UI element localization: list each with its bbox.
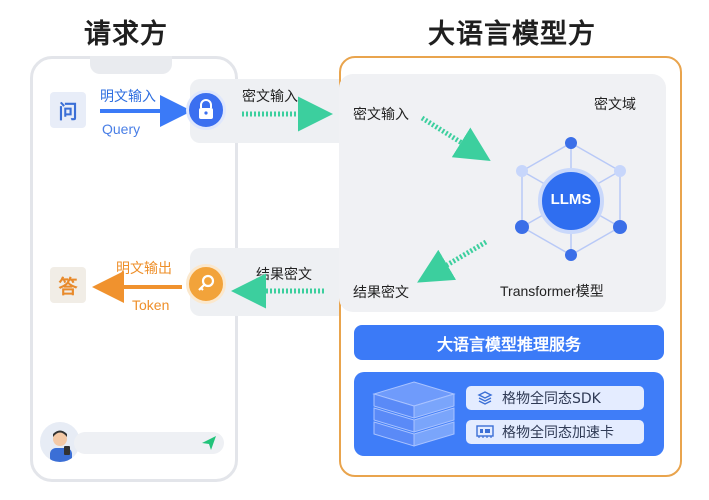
send-icon[interactable]	[200, 434, 218, 452]
avatar	[40, 422, 80, 462]
transformer-label: Transformer模型	[500, 283, 604, 299]
accel-card-label: 格物全同态加速卡	[502, 425, 614, 441]
channel-cipher-input-label: 密文输入	[242, 89, 298, 105]
domain-cipher-result-label: 结果密文	[353, 285, 409, 301]
accel-card-chip: 格物全同态加速卡	[466, 420, 644, 444]
inference-service-bar: 大语言模型推理服务	[354, 325, 664, 360]
cipher-domain-panel	[339, 74, 666, 312]
server-stack-icon	[372, 381, 456, 447]
sdk-chip: 格物全同态SDK	[466, 386, 644, 410]
key-icon	[186, 264, 226, 304]
question-tile: 问	[50, 92, 86, 128]
chat-input-bar[interactable]	[40, 422, 228, 462]
answer-tile: 答	[50, 267, 86, 303]
chat-input-field[interactable]	[74, 432, 224, 454]
plaintext-input-label: 明文输入	[100, 89, 156, 105]
domain-cipher-input-label: 密文输入	[353, 107, 409, 123]
llm-network-graphic	[515, 137, 627, 261]
lock-icon	[186, 90, 226, 130]
llm-label: LLMS	[550, 191, 592, 208]
sdk-label: 格物全同态SDK	[502, 391, 601, 407]
cipher-domain-label: 密文域	[594, 97, 636, 113]
token-label: Token	[132, 297, 170, 313]
plaintext-output-label: 明文输出	[116, 261, 172, 277]
channel-cipher-result-label: 结果密文	[256, 267, 312, 283]
phone-notch	[90, 56, 172, 74]
query-label: Query	[102, 121, 141, 137]
domain-input-arrow	[420, 115, 491, 161]
layers-icon	[474, 390, 496, 406]
provider-title: 大语言模型方	[428, 19, 596, 50]
domain-output-arrow	[417, 239, 488, 283]
requester-title: 请求方	[84, 19, 168, 50]
accelerator-card-icon	[474, 425, 496, 439]
